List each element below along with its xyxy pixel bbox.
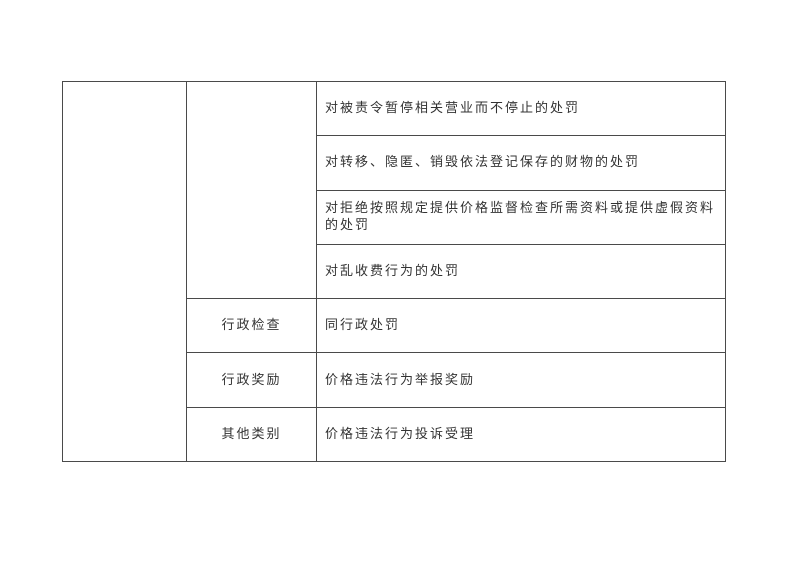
table-row: 行政奖励 价格违法行为举报奖励 [63,352,726,408]
item-cell: 同行政处罚 [316,298,726,354]
power-list-table: 对被责令暂停相关营业而不停止的处罚 对转移、隐匿、销毁依法登记保存的财物的处罚 … [62,80,726,463]
merged-first-column-cell [62,81,187,462]
item-cell: 价格违法行为投诉受理 [316,406,726,463]
category-cell: 行政奖励 [186,352,317,408]
item-cell: 对拒绝按照规定提供价格监督检查所需资料或提供虚假资料的处罚 [316,189,726,245]
table-row: 其他类别 价格违法行为投诉受理 [63,406,726,463]
table-row: 行政检查 同行政处罚 [63,298,726,354]
category-cell-administrative-penalty [186,80,317,300]
item-cell: 价格违法行为举报奖励 [316,352,726,408]
table-row: 对转移、隐匿、销毁依法登记保存的财物的处罚 [63,135,726,191]
item-cell: 对转移、隐匿、销毁依法登记保存的财物的处罚 [316,135,726,191]
table-row: 对乱收费行为的处罚 [63,243,726,300]
table-row: 对拒绝按照规定提供价格监督检查所需资料或提供虚假资料的处罚 [63,189,726,245]
item-cell: 对被责令暂停相关营业而不停止的处罚 [316,80,726,137]
category-cell: 行政检查 [186,298,317,354]
item-cell: 对乱收费行为的处罚 [316,243,726,300]
category-cell: 其他类别 [186,406,317,463]
table-row: 对被责令暂停相关营业而不停止的处罚 [62,80,726,462]
